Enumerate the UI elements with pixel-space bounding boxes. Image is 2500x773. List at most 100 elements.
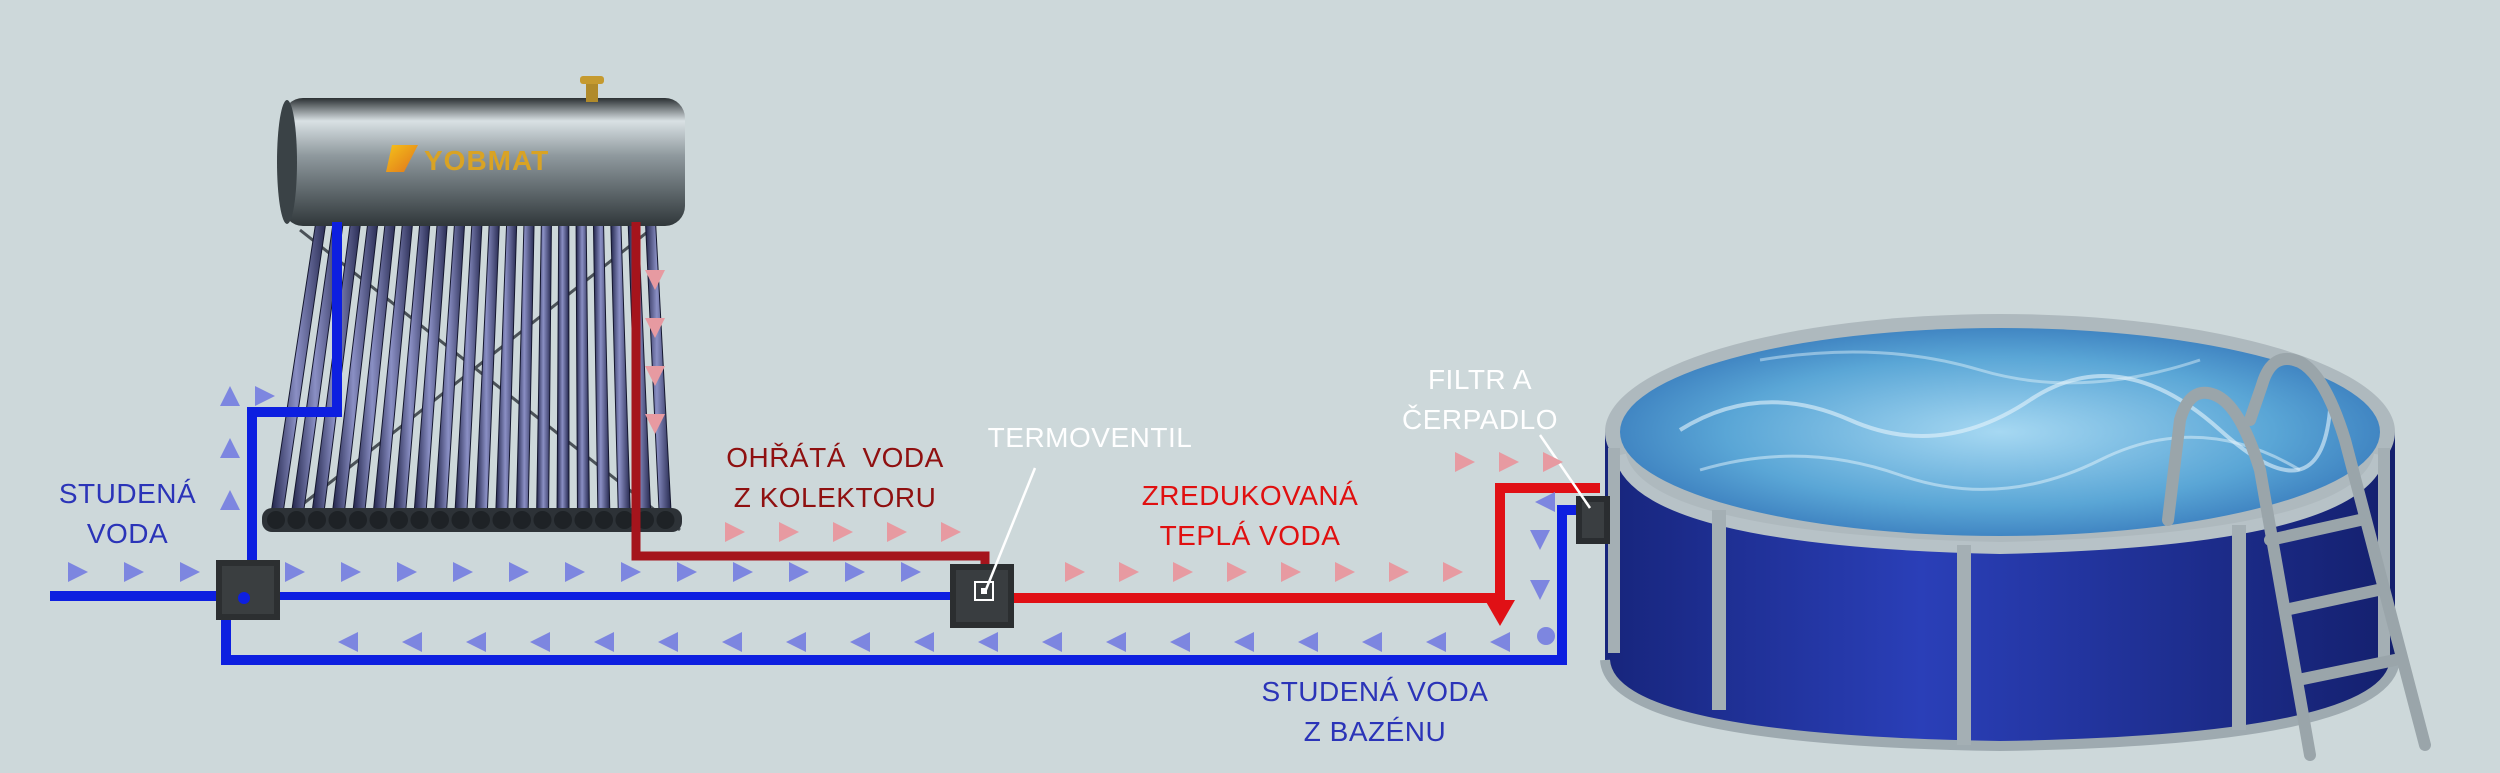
tube-cap: [451, 511, 470, 529]
tube-cap: [431, 511, 449, 529]
flow-arrow-icon: [285, 562, 305, 582]
flow-arrow-icon: [530, 632, 550, 652]
flow-arrow-icon: [833, 522, 853, 542]
collector-tube: [556, 207, 570, 521]
flow-arrow-icon: [1499, 452, 1519, 472]
flow-arrow-icon: [645, 270, 665, 290]
flow-arrow-icon: [725, 522, 745, 542]
tube-cap: [472, 511, 490, 529]
flow-arrow-icon: [1389, 562, 1409, 582]
flow-arrow-icon: [1543, 452, 1563, 472]
tube-cap: [328, 511, 347, 529]
label-reduced-water-line1: ZREDUKOVANÁ: [1141, 480, 1359, 511]
flow-arrow-icon: [1530, 580, 1550, 600]
tube-cap: [349, 511, 367, 529]
tube-cap: [554, 511, 572, 529]
flow-arrow-icon: [1455, 452, 1475, 472]
tube-cap: [574, 511, 593, 529]
flow-arrow-icon: [914, 632, 934, 652]
label-filter-pump: FILTR A ČERPADLO: [1385, 360, 1575, 440]
flow-arrow-icon: [509, 562, 529, 582]
flow-arrow-icon: [341, 562, 361, 582]
flow-arrow-icon: [645, 366, 665, 386]
tube-cap: [267, 511, 285, 529]
label-filter-pump-line1: FILTR A: [1427, 364, 1533, 395]
flow-arrow-icon: [887, 522, 907, 542]
label-cold-water-line1: STUDENÁ: [58, 478, 197, 509]
warm-reduced-pipe: [1008, 483, 1600, 603]
tube-cap: [595, 511, 613, 529]
pool-ladder-icon: [2162, 352, 2431, 761]
flow-arrow-icon: [677, 562, 697, 582]
collector-tube: [575, 207, 591, 521]
filter-pump-icon: [1576, 496, 1610, 544]
flow-arrow-icon: [124, 562, 144, 582]
pool-icon: [1600, 314, 2400, 752]
flow-arrow-icon: [1443, 562, 1463, 582]
flow-arrow-icon: [594, 632, 614, 652]
tube-cap: [369, 511, 388, 529]
label-reduced-water-line2: TEPLÁ VODA: [1159, 520, 1341, 551]
tube-cap: [287, 511, 306, 529]
flow-arrow-icon: [1335, 562, 1355, 582]
flow-arrow-icon: [1281, 562, 1301, 582]
flow-arrow-icon: [565, 562, 585, 582]
flow-arrow-icon: [402, 632, 422, 652]
brand-logo-text: YOBMAT: [424, 145, 549, 176]
flow-arrow-icon: [1490, 632, 1510, 652]
label-pool-return: STUDENÁ VODA Z BAZÉNU: [1245, 672, 1505, 752]
pipe-network: [50, 222, 1600, 665]
flow-arrow-icon: [1065, 562, 1085, 582]
flow-arrow-icon: [941, 522, 961, 542]
cold-supply-pipe: [50, 222, 342, 601]
flow-arrow-icon: [220, 490, 240, 510]
flow-arrow-icon: [397, 562, 417, 582]
tube-cap: [308, 511, 326, 529]
flow-arrow-icon: [1362, 632, 1382, 652]
flow-arrow-icon: [850, 632, 870, 652]
flow-arrow-icon: [658, 632, 678, 652]
flow-arrows: [68, 270, 1563, 652]
pool-return-pipe: [221, 505, 1590, 665]
collector-tube: [535, 207, 553, 521]
tube-cap: [615, 511, 634, 529]
flow-dot: [1537, 627, 1555, 645]
flow-arrow-icon: [1119, 562, 1139, 582]
flow-arrow-icon: [1535, 492, 1555, 512]
collector-tube: [494, 207, 518, 521]
flow-arrow-icon: [220, 438, 240, 458]
label-heated-water-line2: Z KOLEKTORU: [733, 482, 937, 513]
flow-arrow-icon: [645, 414, 665, 434]
flow-arrow-icon: [845, 562, 865, 582]
label-pool-return-line1: STUDENÁ VODA: [1261, 676, 1489, 707]
label-thermovalve-text: TERMOVENTIL: [987, 422, 1193, 453]
flow-arrow-icon: [733, 562, 753, 582]
junction-box-icon: [216, 560, 280, 620]
flow-arrow-icon: [1530, 530, 1550, 550]
collector-tube: [592, 207, 611, 521]
flow-arrow-icon: [901, 562, 921, 582]
flow-arrow-icon: [1106, 632, 1126, 652]
tube-cap: [390, 511, 408, 529]
warm-flow-down-icon: [1485, 600, 1515, 626]
label-heated-water: OHŘÁTÁ VODA Z KOLEKTORU: [705, 438, 965, 518]
tube-cap: [533, 511, 552, 529]
flow-arrow-icon: [255, 386, 275, 406]
flow-arrow-icon: [722, 632, 742, 652]
flow-arrow-icon: [978, 632, 998, 652]
flow-arrow-icon: [621, 562, 641, 582]
flow-arrow-icon: [789, 562, 809, 582]
label-pool-return-line2: Z BAZÉNU: [1303, 716, 1447, 747]
label-thermovalve: TERMOVENTIL: [980, 418, 1200, 458]
collector-tube: [609, 207, 632, 521]
solar-collector-icon: YOBMAT: [262, 76, 685, 532]
label-reduced-water: ZREDUKOVANÁ TEPLÁ VODA: [1120, 476, 1380, 556]
flow-arrow-icon: [645, 318, 665, 338]
flow-arrow-icon: [453, 562, 473, 582]
tube-cap: [492, 511, 511, 529]
tube-cap: [513, 511, 531, 529]
flow-arrow-icon: [1298, 632, 1318, 652]
brand-logo: YOBMAT: [386, 145, 549, 176]
